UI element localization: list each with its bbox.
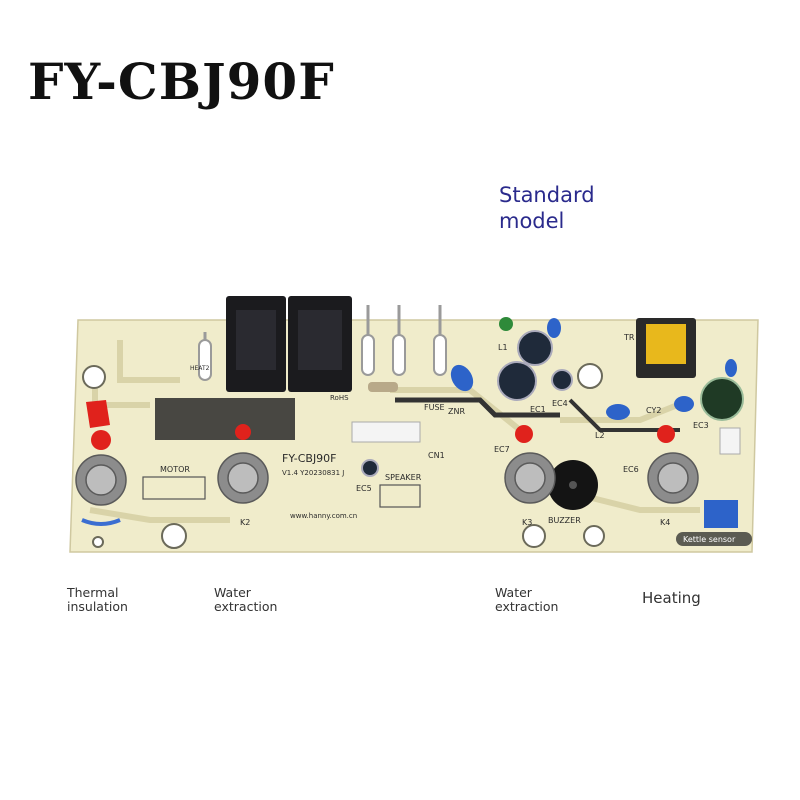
- silk-speaker: SPEAKER: [385, 473, 422, 482]
- blue-wire: [81, 518, 121, 526]
- silk-l1: L1: [498, 343, 508, 352]
- silk-buzzer: BUZZER: [548, 516, 581, 525]
- speaker-header: [379, 484, 421, 508]
- silk-l2: L2: [595, 431, 605, 440]
- relay-1-face: [236, 310, 276, 370]
- model-label: Standard model: [499, 183, 595, 233]
- resistor: [368, 382, 398, 392]
- leds: [86, 400, 675, 450]
- ceramic-cap: [606, 404, 630, 420]
- connector-white: [719, 427, 741, 455]
- connector-blue: [704, 500, 738, 528]
- silk-ec3: EC3: [693, 421, 709, 430]
- silk-fuse: FUSE: [424, 403, 445, 412]
- ceramic-cap: [725, 359, 737, 377]
- product-title: FY-CBJ90F: [28, 52, 335, 111]
- caption-heating: Heating: [642, 589, 701, 607]
- electrolytic-cap: [551, 369, 573, 391]
- electrolytic-cap: [700, 377, 744, 421]
- ceramic-cap: [547, 318, 561, 338]
- silk-ec7: EC7: [494, 445, 510, 454]
- ink-block: [155, 398, 295, 440]
- silk-tr: TR: [623, 333, 635, 342]
- silkscreen-url: www.hanny.com.cn: [290, 512, 357, 520]
- silk-motor: MOTOR: [160, 465, 190, 474]
- silkscreen-version: V1.4 Y20230831 J: [282, 469, 344, 477]
- silk-heat2: HEAT2: [190, 365, 210, 372]
- motor-header: [142, 476, 206, 500]
- relay-2-face: [298, 310, 342, 370]
- silk-ec1: EC1: [530, 405, 546, 414]
- silkscreen-model: FY-CBJ90F: [282, 452, 337, 465]
- silk-ec5: EC5: [356, 484, 372, 493]
- spring-switches: [75, 452, 699, 506]
- ceramic-cap: [450, 364, 474, 392]
- caption-water-extraction-2: Water extraction: [495, 585, 559, 614]
- electrolytic-cap: [361, 459, 379, 477]
- electrolytic-cap: [517, 330, 553, 366]
- terminal-rings: [198, 334, 447, 381]
- ceramic-cap: [674, 396, 694, 412]
- silk-cy2: CY2: [646, 406, 661, 415]
- ink-line: [395, 397, 560, 418]
- electrolytic-cap: [497, 361, 537, 401]
- green-inductor: [499, 317, 513, 331]
- silk-rohs: RoHS: [330, 394, 349, 402]
- ink-line: [568, 398, 680, 432]
- silk-znr: ZNR: [448, 407, 465, 416]
- pcb-illustration: FY-CBJ90F V1.4 Y20230831 J www.hanny.com…: [69, 296, 759, 553]
- silk-k4: K4: [660, 518, 670, 527]
- silk-k2: K2: [240, 518, 250, 527]
- mounting-holes: [82, 363, 605, 549]
- caption-thermal-insulation: Thermal insulation: [67, 585, 128, 614]
- silk-ec4: EC4: [552, 399, 568, 408]
- kettle-sensor-tag: [676, 532, 752, 546]
- silk-ec6: EC6: [623, 465, 639, 474]
- caption-water-extraction-1: Water extraction: [214, 585, 278, 614]
- buzzer-hole: [569, 481, 577, 489]
- silk-cn1: CN1: [428, 451, 445, 460]
- kettle-sensor-label: Kettle sensor: [683, 535, 736, 544]
- transformer-coil: [646, 324, 686, 364]
- cn1-connector: [351, 421, 421, 443]
- silk-k3: K3: [522, 518, 532, 527]
- pcb-board-photo: FY-CBJ90F V1.4 Y20230831 J www.hanny.com…: [0, 280, 800, 570]
